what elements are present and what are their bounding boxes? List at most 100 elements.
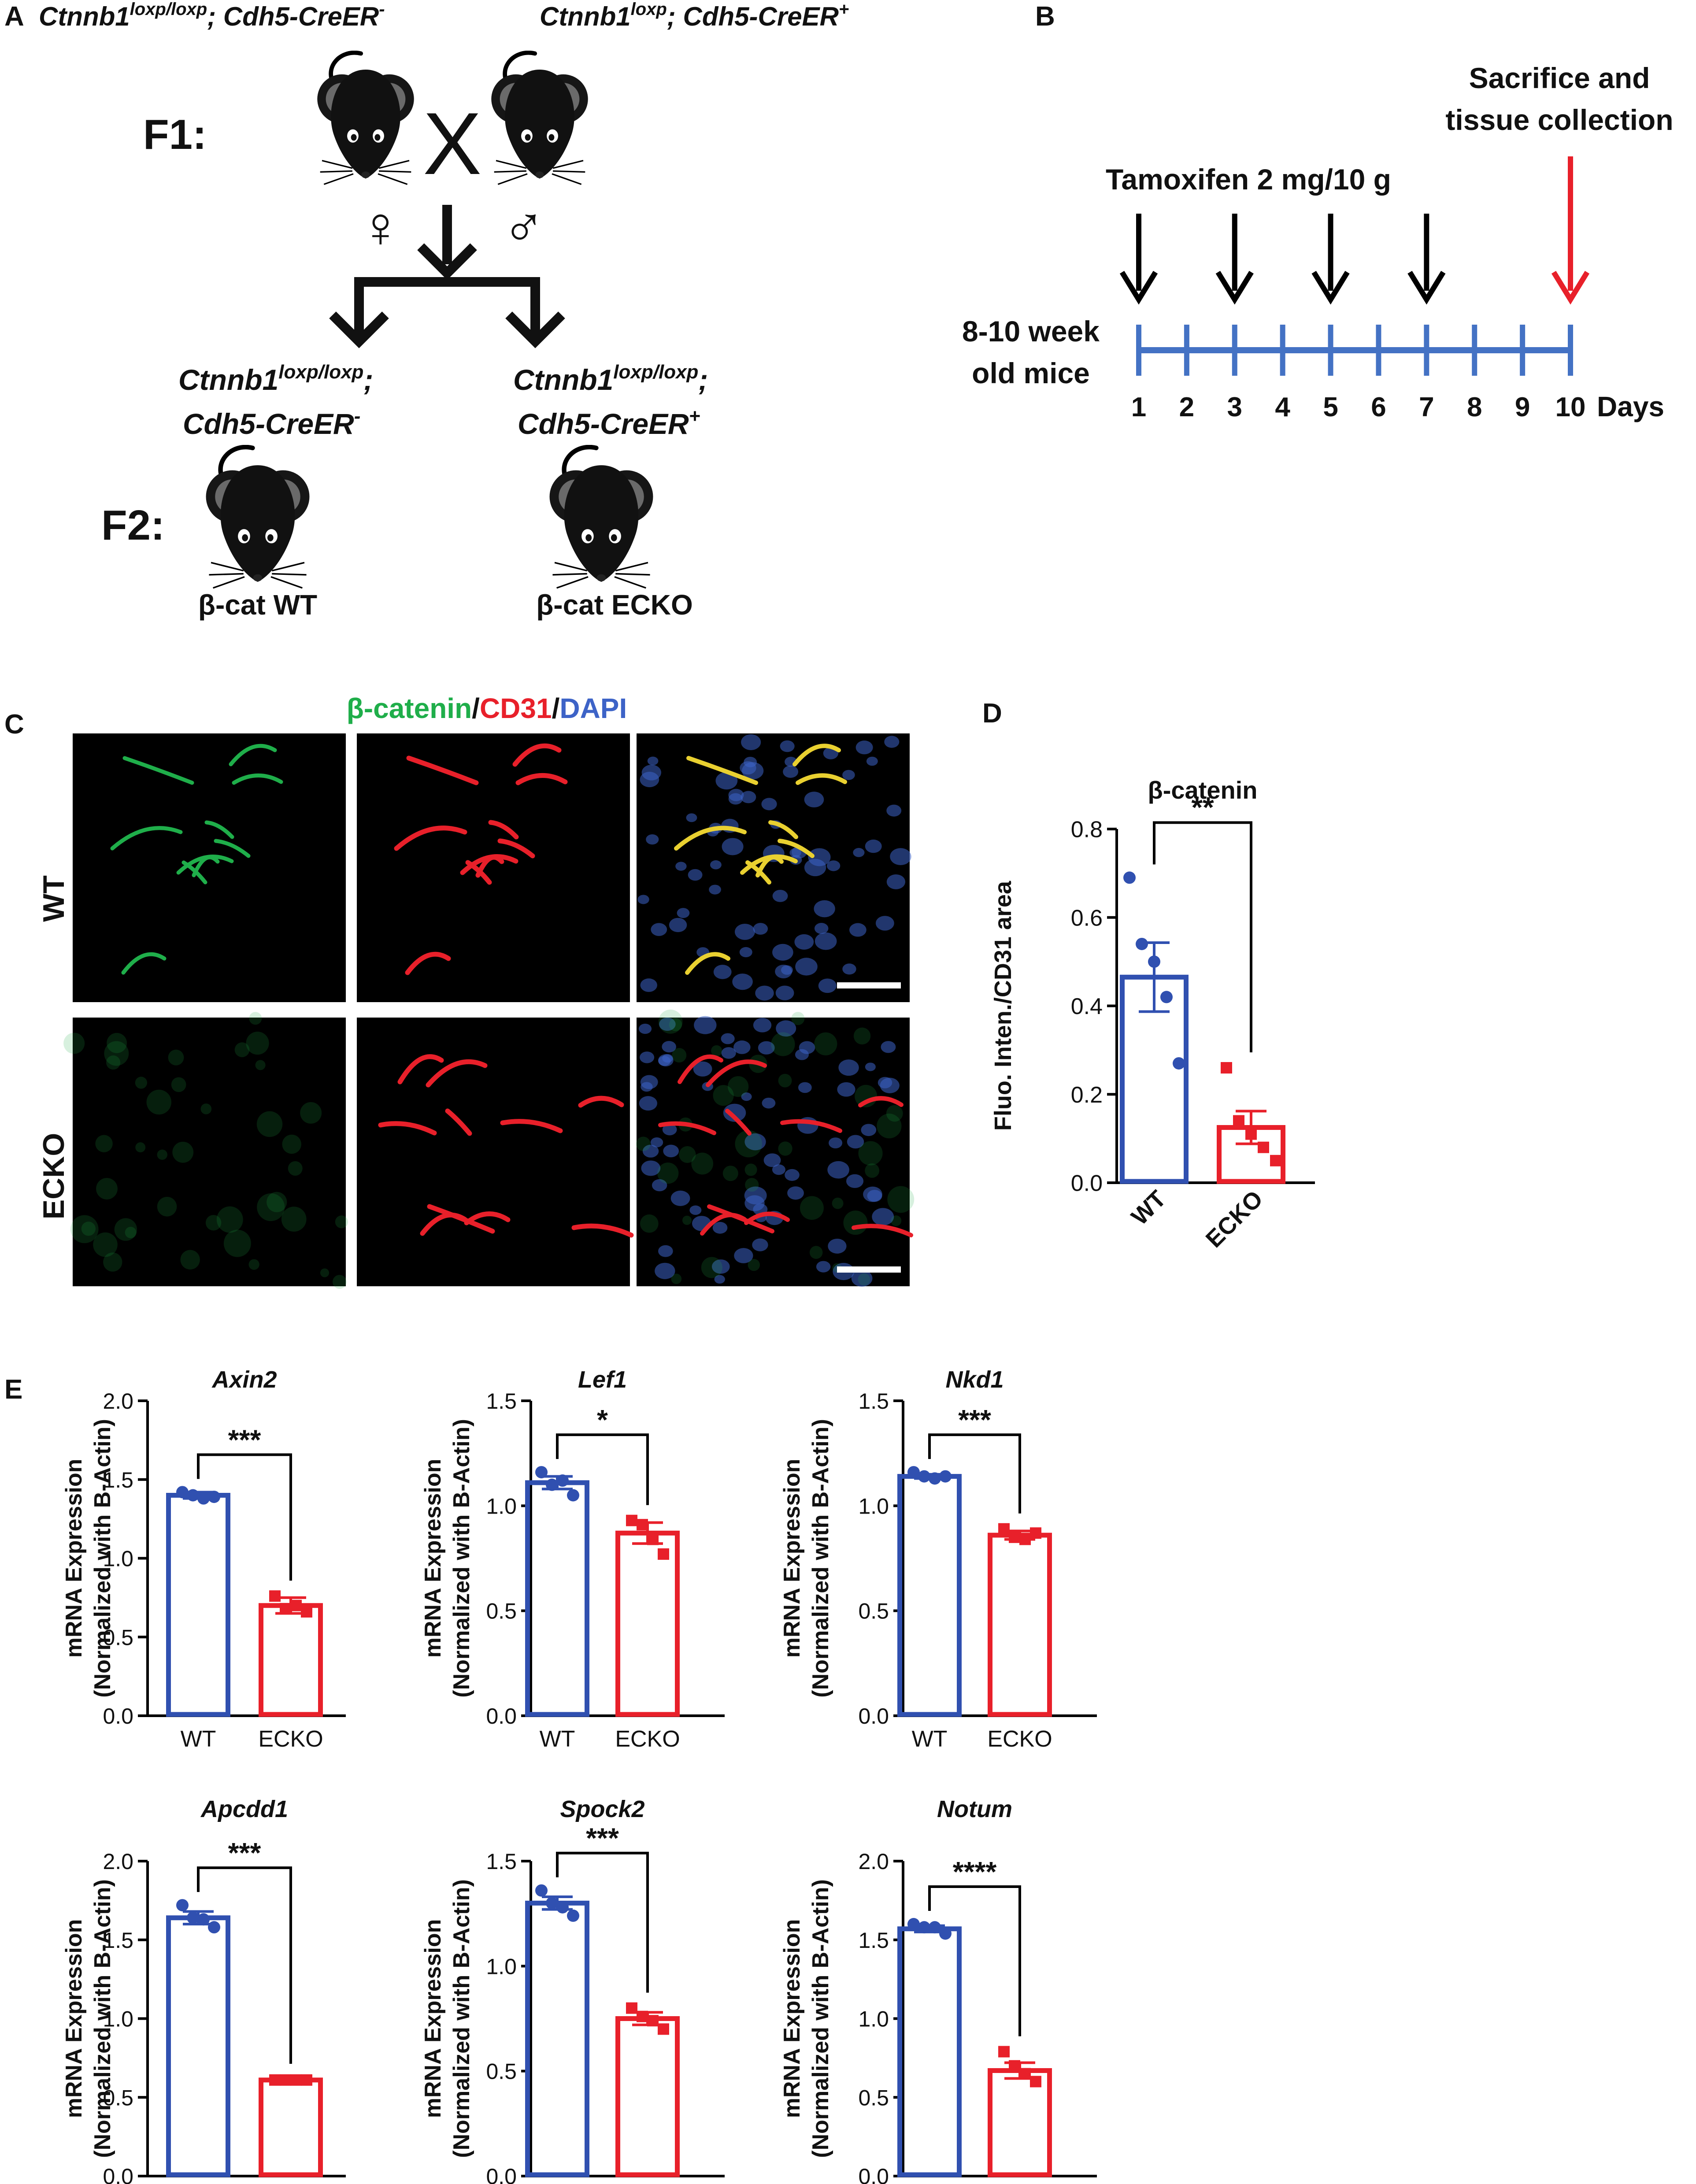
age-label-line2: old mice — [972, 357, 1090, 389]
vessel — [214, 839, 251, 858]
mouse-icon — [491, 53, 588, 185]
parent-right-sep: ; — [667, 2, 683, 31]
diffuse-signal — [168, 1049, 184, 1066]
data-point — [626, 1514, 637, 1526]
y-tick-label: 0.6 — [1071, 905, 1103, 931]
nucleus — [828, 1238, 847, 1254]
diffuse-signal — [234, 1042, 250, 1057]
diffuse-signal — [172, 1141, 194, 1163]
diffuse-signal — [865, 1163, 880, 1178]
nucleus — [890, 848, 911, 865]
panel-a: A Ctnnb1loxp/loxp; Cdh5-CreER- Ctnnb1lox… — [4, 0, 849, 621]
nucleus — [814, 923, 829, 934]
data-point — [1030, 2076, 1041, 2088]
nucleus — [641, 1160, 661, 1176]
parent-right-cre: Cdh5-CreER — [683, 2, 839, 31]
diffuse-signal — [300, 1102, 322, 1124]
chart-title: Apcdd1 — [200, 1796, 288, 1822]
f2-label: F2: — [101, 502, 165, 549]
diffuse-signal — [135, 1077, 148, 1089]
day-label: 10 — [1555, 392, 1586, 422]
data-point — [176, 1486, 189, 1499]
nucleus — [744, 1133, 766, 1151]
parent-left-sep: ; — [207, 2, 223, 31]
micrograph-panel — [637, 733, 911, 1002]
nucleus — [753, 1018, 772, 1033]
data-point — [269, 2074, 281, 2086]
diffuse-signal — [728, 1076, 749, 1097]
child-left-sep: ; — [363, 363, 373, 396]
nucleus — [721, 1047, 736, 1059]
data-point — [637, 1519, 648, 1531]
nucleus — [853, 848, 865, 857]
scale-bar — [837, 982, 901, 988]
nucleus — [816, 1261, 831, 1273]
vessel — [229, 744, 277, 766]
data-point — [187, 1911, 199, 1924]
nucleus — [712, 1222, 728, 1234]
vessel — [685, 952, 730, 975]
nucleus — [761, 798, 777, 811]
data-point — [1245, 1128, 1257, 1140]
vessel — [176, 855, 234, 875]
nucleus — [798, 1082, 812, 1093]
vessel — [426, 1059, 488, 1088]
vessel — [445, 1108, 472, 1136]
diffuse-signal — [255, 1060, 266, 1070]
child-right-cre: Cdh5-CreER — [518, 407, 689, 440]
diffuse-signal — [853, 1027, 871, 1045]
vessel — [110, 826, 183, 851]
micrograph-background — [357, 1018, 630, 1286]
diffuse-signal — [205, 1215, 222, 1231]
vessel — [686, 756, 758, 785]
nucleus — [741, 791, 756, 803]
nucleus — [804, 792, 824, 807]
sacrifice-label-line1: Sacrifice and — [1469, 62, 1650, 94]
day-label: 5 — [1323, 392, 1338, 422]
ecko-mouse-label: β-cat ECKO — [536, 589, 693, 621]
diffuse-signal — [744, 1163, 757, 1176]
significance-bracket — [197, 1453, 292, 1581]
right-arrow-head — [505, 311, 565, 348]
male-symbol: ♂ — [502, 195, 545, 259]
data-point — [907, 1918, 920, 1930]
day-label: 3 — [1227, 392, 1242, 422]
micrograph-panel — [73, 733, 346, 1002]
nucleus — [772, 1164, 785, 1175]
nucleus — [755, 985, 774, 1001]
parent-left-gene: Ctnnb1 — [39, 2, 130, 31]
bar — [525, 1900, 589, 2177]
child-right-gene: Ctnnb1 — [513, 363, 613, 396]
data-point — [626, 2002, 637, 2014]
diffuse-signal — [107, 1033, 127, 1053]
y-tick-label: 1.0 — [486, 1954, 517, 1979]
chart-title: Notum — [937, 1796, 1012, 1822]
scale-bar — [837, 1266, 901, 1273]
x-tick-label: ECKO — [615, 1726, 680, 1752]
nucleus — [758, 1041, 775, 1055]
diffuse-signal — [93, 1232, 118, 1257]
injection-arrow-head — [1311, 270, 1350, 305]
nucleus — [734, 1248, 753, 1263]
data-point — [280, 2074, 291, 2086]
vessel — [725, 1109, 752, 1136]
vessel — [768, 820, 798, 839]
nucleus — [808, 848, 831, 866]
data-point — [1009, 1531, 1020, 1543]
nucleus — [663, 1144, 679, 1158]
panel-b-letter: B — [1035, 1, 1055, 32]
diffuse-signal — [282, 1134, 302, 1154]
data-point — [208, 1491, 220, 1503]
nucleus — [865, 839, 882, 853]
micrograph-background — [73, 733, 346, 1002]
wt-mouse-label: β-cat WT — [198, 589, 317, 621]
diffuse-signal — [106, 1055, 121, 1070]
vessel — [181, 860, 207, 885]
diffuse-signal — [216, 1206, 243, 1233]
x-tick-label: WT — [912, 1726, 948, 1752]
diffuse-signal — [63, 1033, 85, 1054]
child-left-line2: Cdh5-CreER- — [183, 405, 360, 440]
x-tick-label: ECKO — [987, 1726, 1052, 1752]
